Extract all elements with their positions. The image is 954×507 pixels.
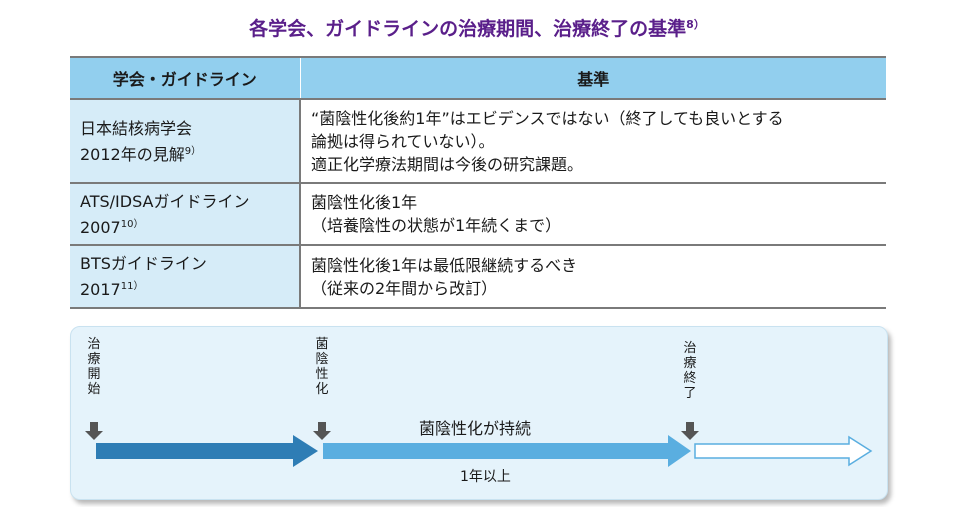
criteria-table: 学会・ガイドライン 基準 日本結核病学会 2012年の見解9） “菌陰性化後約1… (70, 56, 886, 309)
header-criteria: 基準 (300, 56, 886, 100)
conversion-label: 菌陰性化 (315, 337, 329, 397)
criteria-line: 論拠は得られていない）。 (311, 131, 495, 151)
page-title-text: 各学会、ガイドラインの治療期間、治療終了の基準 (249, 18, 687, 40)
post-treatment-arrow-icon (694, 435, 873, 467)
end-marker-icon (681, 422, 699, 440)
timeline-arrows (85, 422, 873, 467)
title-reference: 8） (686, 18, 705, 31)
org-year-line: 200710） (80, 213, 299, 239)
criteria-line: 菌陰性化後1年は最低限継続するべき (311, 255, 578, 275)
table-row: ATS/IDSAガイドライン 200710） 菌陰性化後1年 （培養陰性の状態が… (70, 183, 886, 246)
page-title: 各学会、ガイドラインの治療期間、治療終了の基準8） (0, 14, 954, 41)
marker-group (85, 422, 699, 440)
table-row: BTSガイドライン 201711） 菌陰性化後1年は最低限継続するべき （従来の… (70, 245, 886, 309)
org-name: ATS/IDSAガイドライン (80, 191, 250, 211)
criteria-cell: “菌陰性化後約1年”はエビデンスではない（終了しても良いとする 論拠は得られてい… (300, 99, 886, 184)
org-name: BTSガイドライン (80, 254, 207, 273)
start-marker-icon (85, 422, 103, 440)
treatment-phase-arrow-icon (96, 435, 318, 467)
org-year: 2017 (80, 280, 121, 299)
org-cell: BTSガイドライン 201711） (70, 245, 301, 309)
phase-label: 菌陰性化が持続 (419, 419, 532, 438)
criteria-line: 適正化学療法期間は今後の研究課題。 (311, 154, 584, 174)
org-reference: 11） (120, 281, 144, 292)
criteria-line: 菌陰性化後1年 (311, 193, 418, 212)
org-name: 日本結核病学会 (80, 118, 193, 138)
org-reference: 9） (184, 145, 202, 157)
org-year-line: 2012年の見解9） (80, 140, 299, 166)
start-label: 治療開始 (87, 337, 101, 397)
org-reference: 10） (120, 218, 144, 230)
criteria-cell: 菌陰性化後1年は最低限継続するべき （従来の2年間から改訂） (300, 245, 886, 309)
table-row: 日本結核病学会 2012年の見解9） “菌陰性化後約1年”はエビデンスではない（… (70, 99, 886, 184)
end-label: 治療終了 (683, 341, 697, 401)
criteria-cell: 菌陰性化後1年 （培養陰性の状態が1年続くまで） (300, 183, 886, 246)
header-org: 学会・ガイドライン (70, 56, 301, 100)
org-cell: ATS/IDSAガイドライン 200710） (70, 183, 301, 246)
conversion-marker-icon (313, 422, 331, 440)
negative-phase-arrow-icon (323, 435, 691, 467)
org-year-line: 201711） (80, 275, 299, 301)
org-cell: 日本結核病学会 2012年の見解9） (70, 99, 301, 184)
org-year: 2012年の見解 (80, 144, 185, 164)
criteria-line: “菌陰性化後約1年”はエビデンスではない（終了しても良いとする (311, 108, 784, 128)
org-year: 2007 (80, 217, 121, 237)
criteria-line: （従来の2年間から改訂） (311, 278, 498, 298)
treatment-timeline: 治療開始 菌陰性化 治療終了 菌陰性化が持続 1年以上 (70, 326, 888, 500)
criteria-line: （培養陰性の状態が1年続くまで） (311, 216, 562, 235)
table-header-row: 学会・ガイドライン 基準 (70, 56, 886, 100)
duration-label: 1年以上 (460, 469, 511, 485)
